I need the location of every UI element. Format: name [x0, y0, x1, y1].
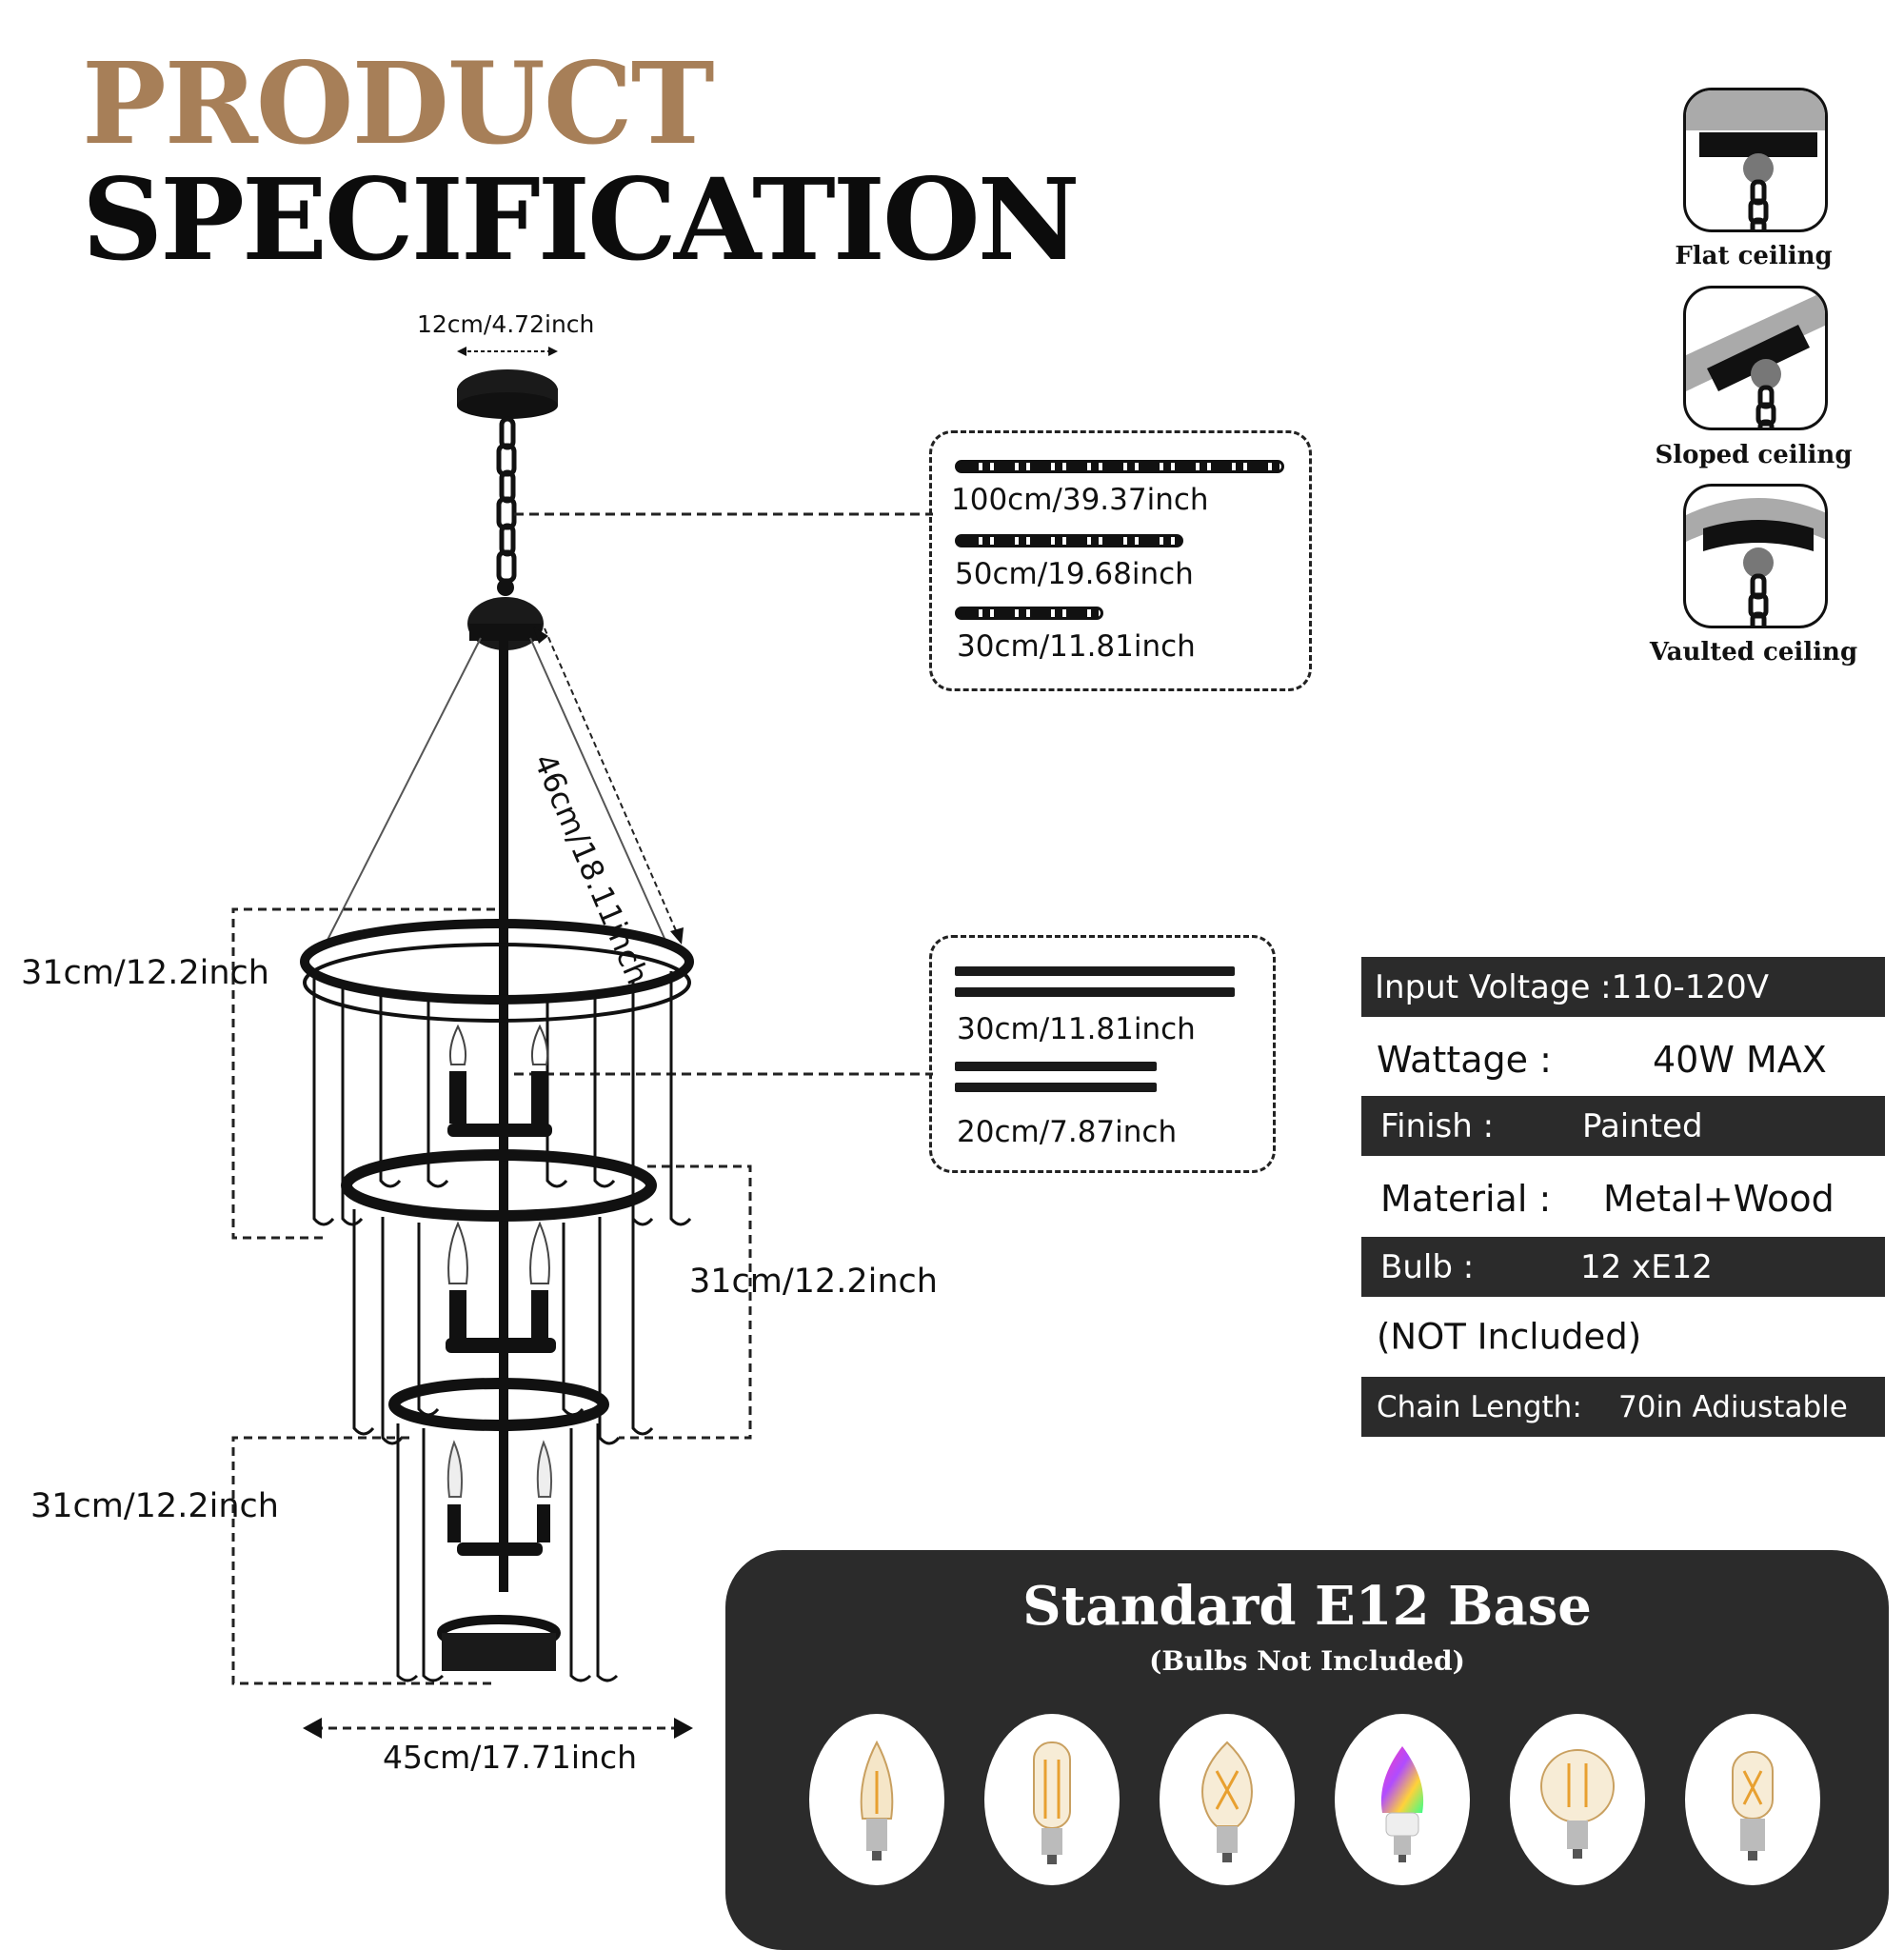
spec-chain-value: 70in Adiustable — [1618, 1389, 1848, 1424]
spec-bulb-note: (NOT Included) — [1377, 1316, 1642, 1357]
bulb-panel-title: Standard E12 Base — [1022, 1575, 1592, 1638]
rod-30-icon — [955, 966, 1235, 976]
rod-options-box: 30cm/11.81inch 20cm/7.87inch — [929, 935, 1276, 1173]
chain-options-box: 100cm/39.37inch 50cm/19.68inch 30cm/11.8… — [929, 430, 1312, 691]
bulb-panel: Standard E12 Base (Bulbs Not Included) — [725, 1550, 1889, 1950]
spec-finish-value: Painted — [1582, 1106, 1703, 1145]
bulb-panel-subtitle: (Bulbs Not Included) — [1149, 1645, 1465, 1677]
chain-option-30: 30cm/11.81inch — [957, 629, 1196, 664]
rod-30-icon-2 — [955, 987, 1235, 997]
chain-50-icon — [955, 534, 1183, 547]
rod-20-icon — [955, 1062, 1157, 1071]
vaulted-ceiling-icon — [1683, 484, 1828, 628]
mini-tubular-bulb-icon — [1685, 1714, 1820, 1885]
rod-option-30: 30cm/11.81inch — [957, 1012, 1196, 1046]
tubular-bulb-icon — [984, 1714, 1120, 1885]
rod-option-20: 20cm/7.87inch — [957, 1115, 1178, 1149]
spec-finish-label: Finish : — [1380, 1106, 1495, 1145]
vaulted-ceiling-label: Vaulted ceiling — [1649, 638, 1858, 667]
spec-row-bulb: Bulb : 12 xE12 — [1361, 1237, 1885, 1297]
spec-material-value: Metal+Wood — [1603, 1177, 1835, 1220]
total-width-label: 45cm/17.71inch — [383, 1739, 638, 1776]
sloped-ceiling-icon — [1683, 286, 1828, 430]
spec-row-voltage: Input Voltage :110-120V — [1361, 957, 1885, 1017]
flat-ceiling-icon — [1683, 88, 1828, 232]
spec-bulb-label: Bulb : — [1380, 1247, 1475, 1286]
spec-material-label: Material : — [1380, 1177, 1552, 1220]
globe-bulb-icon — [1510, 1714, 1645, 1885]
sloped-ceiling-label: Sloped ceiling — [1655, 441, 1853, 469]
st-vintage-bulb-icon — [1160, 1714, 1295, 1885]
spec-wattage-value: 40W MAX — [1653, 1038, 1827, 1081]
chandelier-illustration — [231, 347, 933, 1739]
chain-100-icon — [955, 460, 1284, 473]
canopy-width-label: 12cm/4.72inch — [417, 310, 595, 338]
spec-voltage: Input Voltage :110-120V — [1375, 967, 1769, 1006]
spec-wattage-label: Wattage : — [1377, 1038, 1552, 1081]
tier3-height-label: 31cm/12.2inch — [30, 1487, 279, 1525]
smart-rgb-bulb-icon — [1335, 1714, 1470, 1885]
candle-flame-bulb-icon — [809, 1714, 944, 1885]
tier2-height-label: 31cm/12.2inch — [689, 1263, 938, 1301]
flat-ceiling-label: Flat ceiling — [1675, 242, 1833, 270]
chain-30-icon — [955, 607, 1103, 620]
spec-chain-label: Chain Length: — [1377, 1389, 1582, 1424]
chain-option-50: 50cm/19.68inch — [955, 557, 1194, 591]
spec-row-finish: Finish : Painted — [1361, 1096, 1885, 1156]
chain-option-100: 100cm/39.37inch — [951, 483, 1209, 517]
spec-row-wattage: Wattage : 40W MAX — [1361, 1029, 1885, 1089]
spec-row-material: Material : Metal+Wood — [1361, 1168, 1885, 1228]
spec-bulb-value: 12 xE12 — [1580, 1247, 1713, 1286]
rod-20-icon-2 — [955, 1083, 1157, 1092]
spec-row-bulb-note: (NOT Included) — [1361, 1306, 1885, 1366]
spec-row-chain: Chain Length: 70in Adiustable — [1361, 1377, 1885, 1437]
title-product: PRODUCT — [82, 37, 715, 169]
title-specification: SPECIFICATION — [82, 153, 1081, 286]
tier1-height-label: 31cm/12.2inch — [21, 954, 269, 992]
